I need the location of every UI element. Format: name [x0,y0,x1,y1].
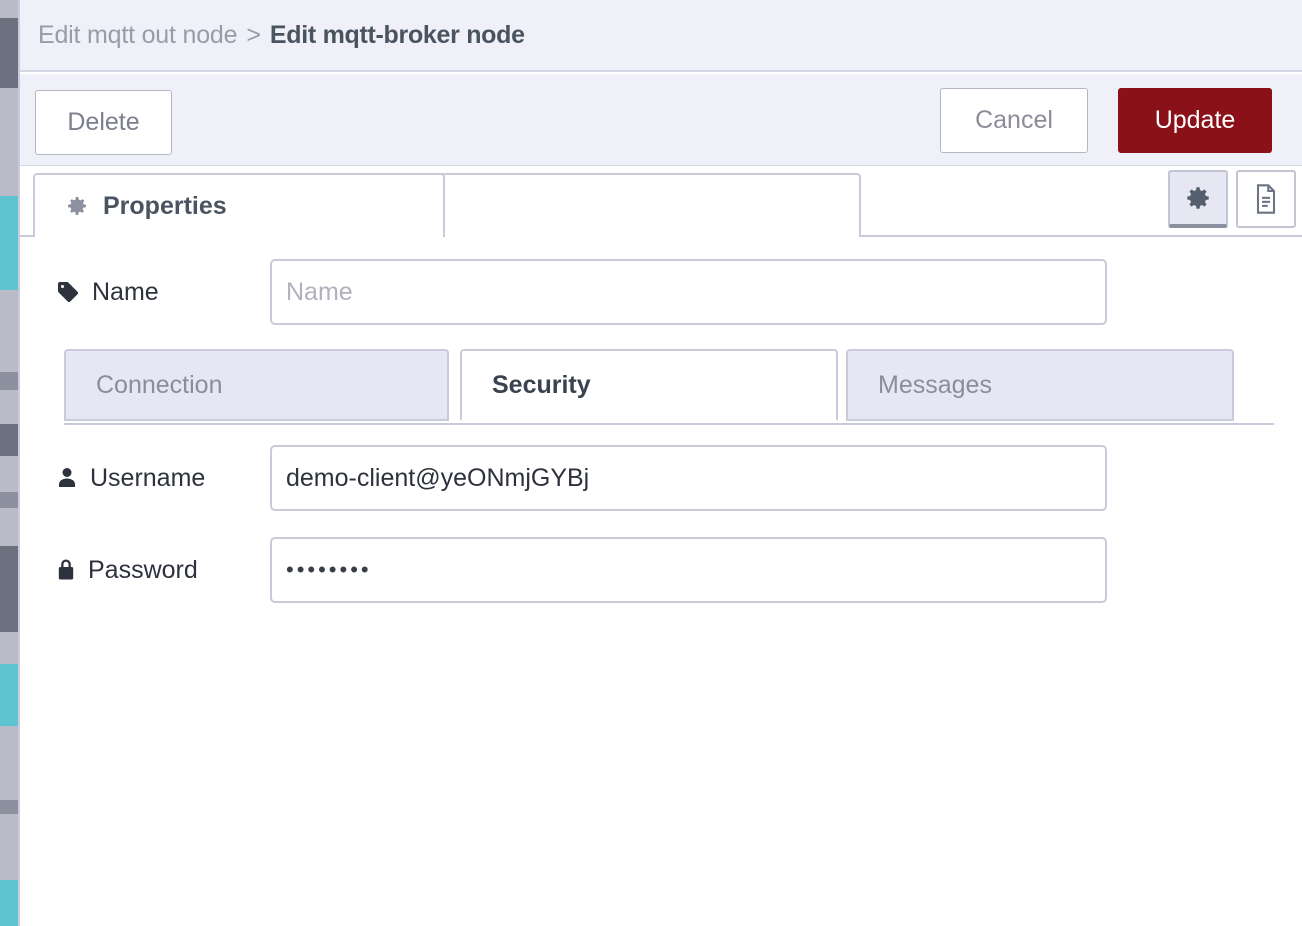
name-label: Name [20,278,270,307]
document-icon [1252,183,1280,215]
update-button[interactable]: Update [1118,88,1272,153]
field-row-password: Password •••••••• [20,537,1302,603]
tag-icon [56,280,80,304]
password-input[interactable]: •••••••• [270,537,1107,603]
field-row-name: Name Name [20,259,1302,325]
username-input[interactable]: demo-client@yeONmjGYBj [270,445,1107,511]
dialog-action-bar: Delete Cancel Update [20,74,1302,166]
tab-empty-slot [431,173,861,237]
name-input[interactable]: Name [270,259,1107,325]
breadcrumb-current: Edit mqtt-broker node [269,20,525,49]
breadcrumb-separator-icon: > [246,20,261,49]
delete-button[interactable]: Delete [35,90,172,155]
background-canvas [0,0,18,926]
dialog-body: Name Name Connection Security Messages [20,237,1302,926]
description-toolbar-button[interactable] [1236,170,1296,228]
security-subtabs: Connection Security Messages [20,349,1302,425]
breadcrumb-parent[interactable]: Edit mqtt out node [38,20,238,49]
user-icon [56,466,78,490]
subtab-messages[interactable]: Messages [846,349,1234,421]
gear-icon [65,194,89,218]
gear-icon [1184,184,1212,212]
lock-icon [56,558,76,582]
tab-properties[interactable]: Properties [33,173,445,237]
field-row-username: Username demo-client@yeONmjGYBj [20,445,1302,511]
tab-properties-label: Properties [103,191,227,220]
password-masked-value: •••••••• [286,557,372,582]
settings-toolbar-button[interactable] [1168,170,1228,228]
password-label-text: Password [88,555,198,584]
subtab-security[interactable]: Security [460,349,838,421]
breadcrumb: Edit mqtt out node > Edit mqtt-broker no… [20,0,1302,72]
name-label-text: Name [92,277,159,306]
username-label: Username [20,464,270,493]
username-label-text: Username [90,463,206,492]
cancel-button[interactable]: Cancel [940,88,1088,153]
subtab-connection[interactable]: Connection [64,349,449,421]
subtabs-baseline [64,423,1274,425]
dialog-tabstrip: Properties [20,167,1302,237]
password-label: Password [20,556,270,585]
edit-dialog-panel: Edit mqtt out node > Edit mqtt-broker no… [18,0,1302,926]
